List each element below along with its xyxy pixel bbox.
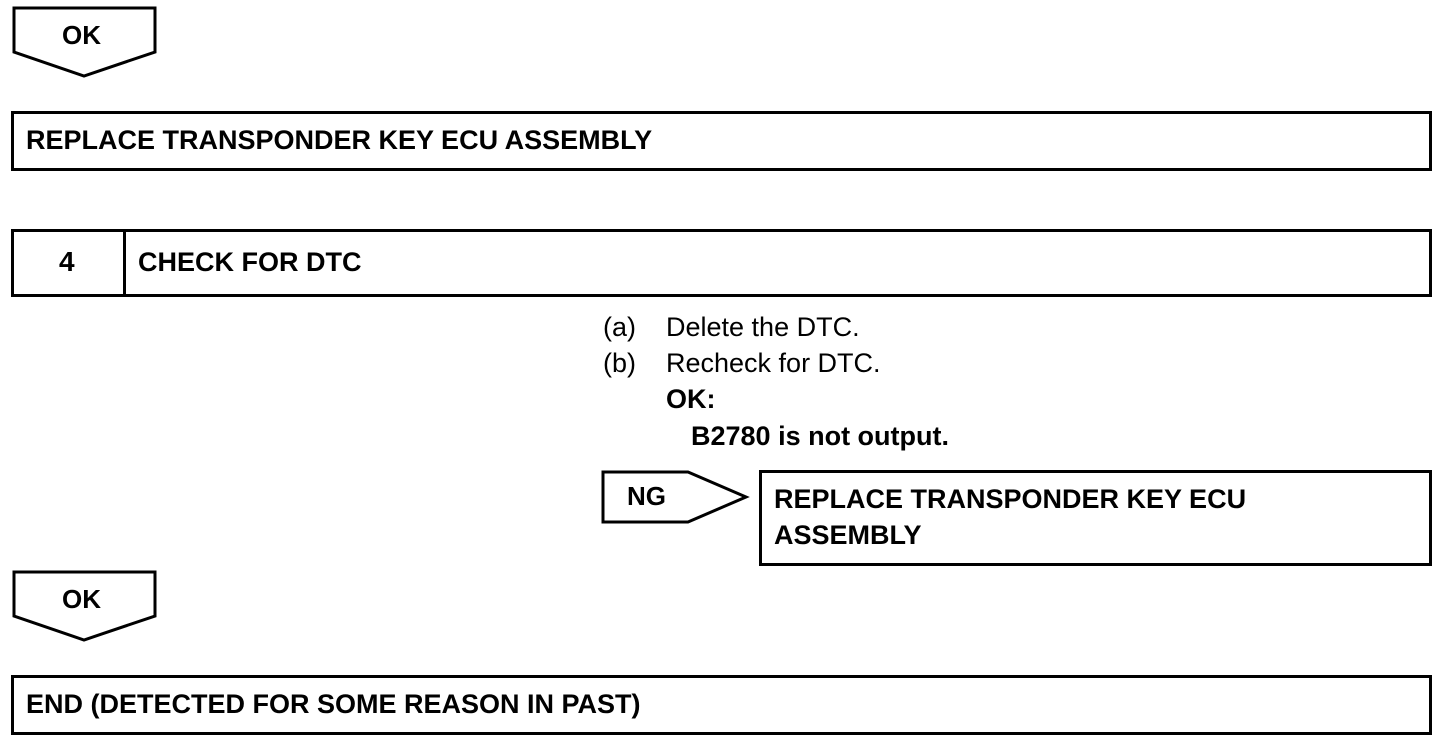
instruction-b-text: Recheck for DTC. [666,348,881,378]
instruction-b-marker: (b) [603,348,636,378]
step-title: CHECK FOR DTC [138,247,362,277]
ok-top-label: OK [62,20,101,50]
step-number: 4 [59,246,75,277]
ng-result-line-2: ASSEMBLY [774,520,922,550]
instruction-a-text: Delete the DTC. [666,312,860,342]
replace-ecu-box-1: REPLACE TRANSPONDER KEY ECU ASSEMBLY [11,111,1432,171]
end-text: END (DETECTED FOR SOME REASON IN PAST) [26,689,641,719]
step-4-header: 4 CHECK FOR DTC [11,229,1432,297]
ng-result-box: REPLACE TRANSPONDER KEY ECU ASSEMBLY [759,470,1432,566]
ok-bottom-label: OK [62,584,101,614]
ng-label: NG [627,481,666,511]
ok-condition-text: B2780 is not output. [691,421,950,451]
ng-result-line-1: REPLACE TRANSPONDER KEY ECU [774,484,1247,514]
ok-condition-label: OK: [666,384,716,414]
instruction-a-marker: (a) [603,312,636,342]
end-box: END (DETECTED FOR SOME REASON IN PAST) [11,675,1432,735]
replace-ecu-text-1: REPLACE TRANSPONDER KEY ECU ASSEMBLY [26,125,653,155]
step-number-cell [14,232,126,294]
